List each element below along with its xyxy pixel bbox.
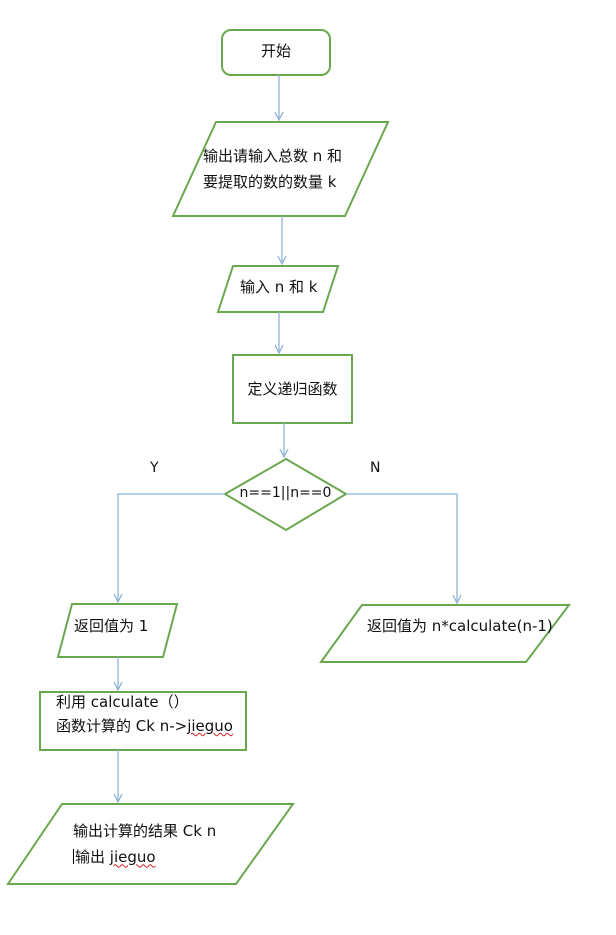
return-one-parallelogram xyxy=(56,603,179,658)
compute-label: 利用 calculate（） 函数计算的 Ck n->jieguo xyxy=(56,690,233,738)
compute-line2: 函数计算的 Ck n->jieguo xyxy=(56,714,233,738)
final-output-parallelogram xyxy=(6,803,295,885)
yes-branch-label: Y xyxy=(150,460,159,476)
arrow-no-branch xyxy=(346,493,457,603)
condition-label: n==1||n==0 xyxy=(239,485,332,501)
prompt-output-line1: 输出请输入总数 n 和 xyxy=(203,147,343,165)
prompt-output-label: 输出请输入总数 n 和 要提取的数的数量 k xyxy=(203,143,342,196)
final-output-line2-word: jieguo xyxy=(109,848,156,867)
prompt-output-parallelogram xyxy=(171,121,390,217)
final-output-line2-prefix: 输出 xyxy=(75,848,110,867)
final-output-line2: 输出 jieguo xyxy=(73,844,216,870)
input-parallelogram xyxy=(216,265,340,313)
no-branch-label: N xyxy=(370,460,381,476)
return-recursive-label: 返回值为 n*calculate(n-1) xyxy=(367,617,553,635)
compute-process xyxy=(39,691,247,751)
return-one-label: 返回值为 1 xyxy=(74,617,149,635)
final-output-line1: 输出计算的结果 Ck n xyxy=(73,822,217,840)
return-recursive-parallelogram xyxy=(319,604,572,663)
text-cursor xyxy=(73,849,74,865)
arrow-yes-branch xyxy=(118,493,225,602)
prompt-output-line2: 要提取的数的数量 k xyxy=(203,173,337,192)
compute-line1: 利用 calculate（） xyxy=(56,693,189,711)
final-output-label: 输出计算的结果 Ck n 输出 jieguo xyxy=(73,818,216,871)
input-label: 输入 n 和 k xyxy=(240,278,318,296)
start-label: 开始 xyxy=(260,42,291,60)
compute-line2-word: jieguo xyxy=(187,717,233,735)
define-function-label: 定义递归函数 xyxy=(247,380,338,398)
compute-line2-prefix: 函数计算的 Ck n-> xyxy=(56,717,188,735)
define-function-process xyxy=(232,354,353,424)
condition-decision xyxy=(223,457,348,532)
start-terminal xyxy=(221,29,331,76)
